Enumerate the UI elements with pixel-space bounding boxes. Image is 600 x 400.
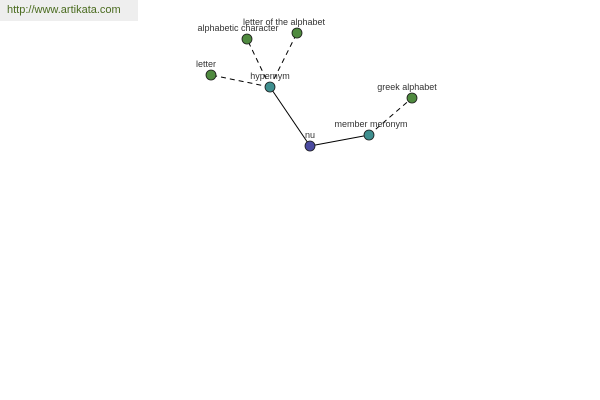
edge-member-meronym-greek-alphabet bbox=[368, 97, 413, 136]
edge-hypernym-letter-of-the-alphabet bbox=[269, 32, 298, 88]
node-hypernym[interactable] bbox=[264, 81, 276, 93]
graph-nodes bbox=[205, 27, 418, 152]
node-label-alphabetic-character[interactable]: alphabetic character bbox=[197, 23, 278, 33]
node-letter-of-the-alphabet[interactable] bbox=[291, 27, 303, 39]
node-nu[interactable] bbox=[304, 140, 316, 152]
node-label-hypernym[interactable]: hypernym bbox=[250, 71, 290, 81]
edge-hypernym-letter bbox=[210, 74, 271, 88]
node-label-letter[interactable]: letter bbox=[196, 59, 216, 69]
node-label-member-meronym[interactable]: member meronym bbox=[334, 119, 407, 129]
node-label-letter-of-the-alphabet[interactable]: letter of the alphabet bbox=[243, 17, 326, 27]
node-greek-alphabet[interactable] bbox=[406, 92, 418, 104]
node-member-meronym[interactable] bbox=[363, 129, 375, 141]
node-letter[interactable] bbox=[205, 69, 217, 81]
site-url-banner[interactable]: http://www.artikata.com bbox=[0, 0, 138, 21]
node-label-greek-alphabet[interactable]: greek alphabet bbox=[377, 82, 437, 92]
node-alphabetic-character[interactable] bbox=[241, 33, 253, 45]
edge-nu-member-meronym bbox=[309, 134, 370, 147]
edge-nu-hypernym bbox=[269, 86, 311, 147]
graph-labels: nu hypernym member meronym letter alphabetic… bbox=[196, 17, 437, 140]
node-label-nu[interactable]: nu bbox=[305, 130, 315, 140]
graph-edges bbox=[210, 32, 413, 147]
